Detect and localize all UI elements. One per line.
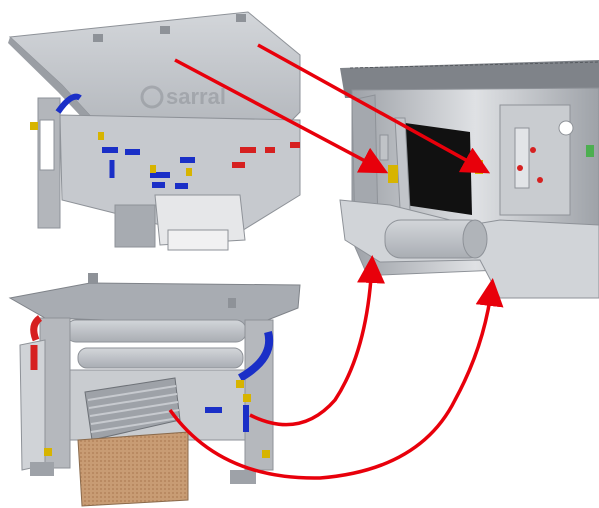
arrow-panel-to-left-sill — [249, 255, 386, 427]
right-furnace-shell — [339, 60, 599, 299]
bottom-left-panel-assembly — [8, 273, 301, 507]
arrow-hood-to-left-door — [174, 58, 389, 174]
arrow-hood-to-right-door — [257, 43, 491, 174]
arrow-panel-to-right-sill — [168, 278, 504, 480]
sarralle-logo-mark-icon — [140, 85, 164, 109]
top-left-door-assembly: sarral — [8, 11, 301, 251]
sarralle-logo: sarral — [140, 84, 226, 109]
logo-text: sarral — [166, 84, 226, 109]
connection-arrows — [168, 43, 504, 480]
